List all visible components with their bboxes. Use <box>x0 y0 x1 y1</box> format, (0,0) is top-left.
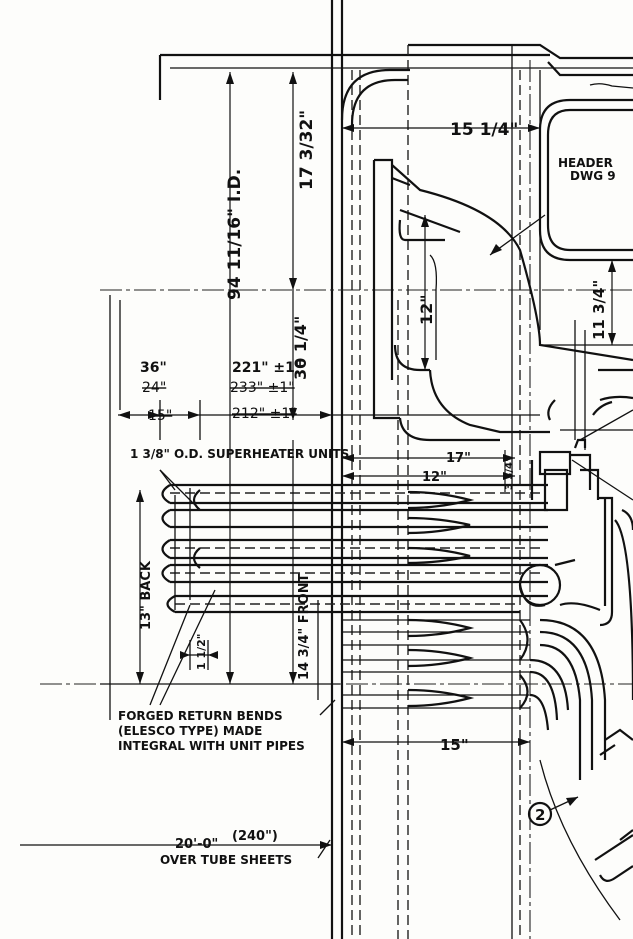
forged-bends-line-3: INTEGRAL WITH UNIT PIPES <box>118 739 305 753</box>
dim-221: 221" ±1" <box>232 360 302 376</box>
superheater-units-label: 1 3/8" O.D. SUPERHEATER UNITS <box>130 447 349 461</box>
dim-240: (240") <box>232 829 278 844</box>
dim-36: 36" <box>140 360 167 376</box>
callout-2: 2 <box>535 806 545 824</box>
dim-15-struck: 15" <box>148 408 172 424</box>
dim-1-1-2: 1 1/2" <box>195 633 208 670</box>
dim-17-3-32: 17 3/32" <box>297 110 317 190</box>
dim-20-0: 20'-0" <box>175 837 218 852</box>
dim-212-struck: 212" ±1" <box>232 406 297 422</box>
boiler-shell-outline <box>158 43 633 100</box>
dim-233-struck: 233" ±1" <box>230 380 295 396</box>
tube-sheet-lines <box>330 0 541 939</box>
dim-13-back: 13" BACK <box>139 560 154 630</box>
dim-15-bottom: 15" <box>440 736 469 754</box>
dimension-lines <box>20 72 616 859</box>
superheater-unit-pipes <box>161 483 548 708</box>
forged-bends-line-2: (ELESCO TYPE) MADE <box>118 724 262 738</box>
over-tube-sheets-label: OVER TUBE SHEETS <box>160 853 292 867</box>
dim-14-3-4-front: 14 3/4" FRONT <box>297 573 312 680</box>
dim-30-1-4: 30 1/4" <box>291 316 310 380</box>
dim-94-id: 94 11/16" I.D. <box>225 169 245 300</box>
header-label: HEADER <box>558 156 613 170</box>
lower-pipe-bundle <box>342 619 530 709</box>
header-fittings <box>518 320 633 607</box>
dim-11-3-4: 11 3/4" <box>590 280 608 340</box>
callout-circle <box>527 801 553 827</box>
drawing-labels: HEADER DWG 9 1 3/8" O.D. SUPERHEATER UNI… <box>118 110 616 867</box>
header-casing <box>340 68 633 262</box>
dim-24-struck: 24" <box>142 380 166 396</box>
dim-3-3-4-small: 3 3/4" <box>504 457 515 490</box>
header-body <box>372 158 633 442</box>
dim-12-horizontal: 12" <box>422 470 447 485</box>
dim-17-horizontal: 17" <box>446 451 471 466</box>
curved-unit-pipes <box>529 496 633 921</box>
header-drawing-ref: DWG 9 <box>570 169 616 183</box>
forged-bends-line-1: FORGED RETURN BENDS <box>118 709 283 723</box>
dim-12-vertical: 12" <box>417 294 436 325</box>
dim-15-1-4: 15 1/4" <box>450 120 518 140</box>
